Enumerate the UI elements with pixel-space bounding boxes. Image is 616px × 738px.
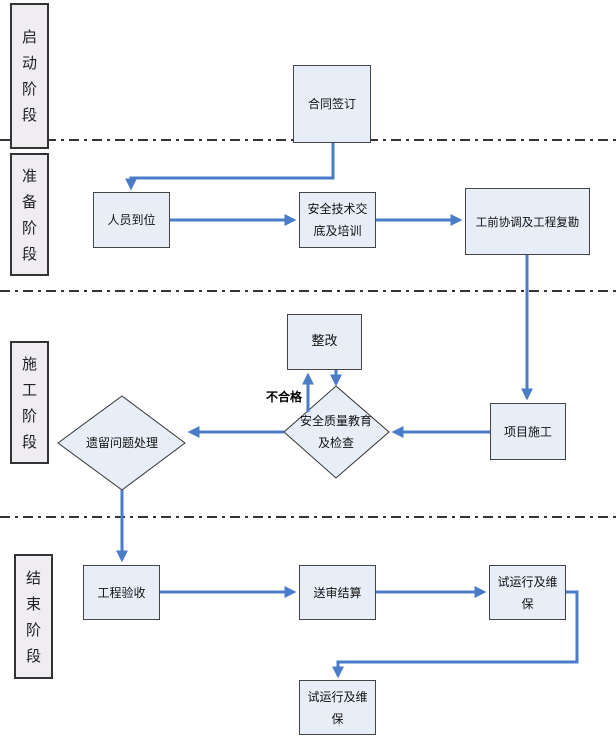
node-acceptance: 工程验收 xyxy=(83,565,160,620)
node-rectify: 整改 xyxy=(287,314,362,370)
stage-construction: 施工阶段 xyxy=(10,341,49,464)
node-contract: 合同签订 xyxy=(293,65,371,143)
node-settlement: 送审结算 xyxy=(299,565,376,620)
fail-label: 不合格 xyxy=(266,390,303,404)
node-inspection-label: 安全质量教育及检查 xyxy=(299,414,372,450)
node-briefing: 安全技术交底及培训 xyxy=(299,192,376,248)
stage-end: 结束阶段 xyxy=(14,554,53,679)
stage-start: 启动阶段 xyxy=(10,3,49,149)
inspection-diamond xyxy=(283,385,390,479)
stage-prepare: 准备阶段 xyxy=(10,153,49,276)
node-construction: 项目施工 xyxy=(490,403,566,460)
arrow xyxy=(125,143,335,191)
node-trial-run-1: 试运行及维保 xyxy=(489,565,566,620)
node-staff: 人员到位 xyxy=(93,192,170,248)
arrow xyxy=(332,590,579,679)
node-leftover-label: 遗留问题处理 xyxy=(85,436,158,450)
node-coordination: 工前协调及工程复勘 xyxy=(465,188,590,255)
node-trial-run-2: 试运行及维保 xyxy=(299,680,376,735)
